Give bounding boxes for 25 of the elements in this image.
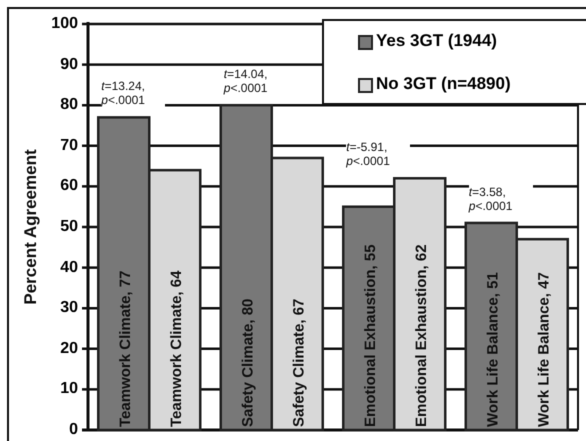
- bar-label: Emotional Exhaustion, 55: [362, 244, 379, 427]
- tick-label: 50: [59, 219, 78, 235]
- bar-label: Teamwork Climate, 77: [116, 270, 134, 427]
- bar-label: Work Life Balance, 47: [535, 272, 552, 427]
- axis-title: Percent Agreement: [21, 149, 40, 305]
- annotation: t=3.58, p<.0001: [468, 184, 533, 213]
- bar-label: Safety Climate, 67: [290, 298, 308, 427]
- tick-label: 100: [50, 16, 78, 32]
- bar-label: Emotional Exhaustion, 62: [412, 244, 430, 427]
- tick-label: 70: [59, 138, 78, 154]
- bar-label: Work Life Balance, 51: [484, 272, 502, 427]
- legend-label: Yes 3GT (1944): [376, 31, 497, 51]
- legend-label: No 3GT (n=4890): [376, 74, 511, 94]
- annotation: t=-5.91, p<.0001: [346, 140, 410, 168]
- tick-label: 40: [59, 260, 78, 276]
- tick-label: 90: [59, 56, 78, 73]
- tick-label: 20: [59, 340, 78, 357]
- annotation: t=13.24, p<.0001: [101, 79, 166, 108]
- tick-label: 0: [68, 422, 78, 438]
- tick-label: 30: [59, 300, 78, 316]
- tick-label: 80: [59, 97, 78, 114]
- bar-label: Safety Climate, 80: [239, 298, 256, 427]
- tick-label: 10: [59, 381, 78, 398]
- bar-label: Teamwork Climate, 64: [168, 270, 185, 427]
- tick-label: 60: [59, 178, 78, 194]
